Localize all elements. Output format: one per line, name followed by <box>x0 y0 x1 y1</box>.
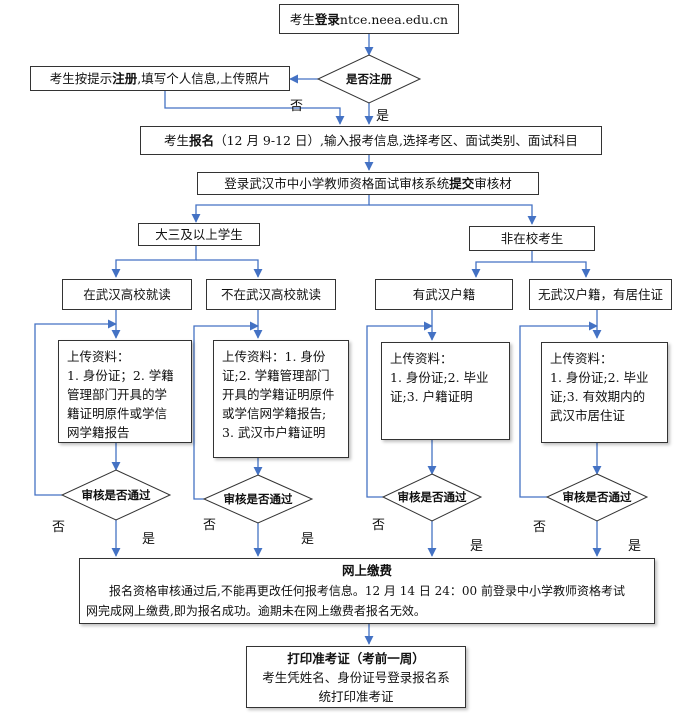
review-yes-2: 是 <box>301 532 315 547</box>
docs-line: 1. 身份证;2. 毕业 <box>390 370 489 385</box>
category-not-in-wuhan-college: 不在武汉高校就读 <box>206 279 336 310</box>
group-senior: 大三及以上学生 <box>138 223 260 246</box>
docs-title-1: 上传资料： <box>67 349 130 364</box>
docs-title-4: 上传资料： <box>550 351 613 366</box>
print-body-line-1: 考生凭姓名、身份证号登录报名系 <box>262 669 450 685</box>
docs-line: 1. 身份证；2. 学籍 <box>67 368 174 383</box>
register-bold: 注册 <box>112 71 138 86</box>
review-no-1: 否 <box>52 520 66 535</box>
review-diamond-4 <box>545 473 649 522</box>
review-diamond-2 <box>202 474 314 524</box>
submit-bold: 提交 <box>449 176 475 191</box>
docs-title-2: 上传资料：1. 身份 <box>222 349 326 364</box>
category-wuhan-hukou: 有武汉户籍 <box>375 279 513 310</box>
login-step: 考生登录 ntce.neea.edu.cn <box>279 4 459 34</box>
apply-prefix: 考生 <box>164 133 190 148</box>
submit-suffix: 审核材 <box>474 176 512 191</box>
review-yes-1: 是 <box>142 532 156 547</box>
docs-line: 或学信网学籍报告; <box>222 406 327 421</box>
review-label-1: 审核是否通过 <box>81 488 151 502</box>
docs-line: 网学籍报告 <box>67 425 130 440</box>
docs-line: 证;3. 有效期内的 <box>550 389 646 404</box>
submit-prefix: 登录武汉市中小学教师资格面试审核系统 <box>224 176 450 191</box>
login-bold: 登录 <box>314 11 340 27</box>
print-title: 打印准考证（考前一周） <box>287 650 425 666</box>
apply-suffix: （12 月 9-12 日）,输入报考信息,选择考区、面试类别、面试科目 <box>214 133 578 148</box>
docs-box-4: 上传资料： 1. 身份证;2. 毕业 证;3. 有效期内的 武汉市居住证 <box>541 342 668 443</box>
docs-box-3: 上传资料： 1. 身份证;2. 毕业 证;3. 户籍证明 <box>381 342 510 440</box>
print-step: 打印准考证（考前一周） 考生凭姓名、身份证号登录报名系 统打印准考证 <box>246 646 466 708</box>
review-yes-4: 是 <box>628 539 642 554</box>
review-label-2: 审核是否通过 <box>223 492 293 506</box>
review-no-4: 否 <box>533 520 547 535</box>
review-yes-3: 是 <box>470 539 484 554</box>
login-suffix: ntce.neea.edu.cn <box>339 11 449 27</box>
docs-line: 证;3. 户籍证明 <box>390 389 473 404</box>
docs-box-2: 上传资料：1. 身份 证;2. 学籍管理部门 开具的学籍证明原件 或学信网学籍报… <box>213 340 349 458</box>
review-diamond-1 <box>60 469 172 521</box>
docs-line: 籍证明原件或学信 <box>67 406 168 421</box>
register-check-label: 是否注册 <box>346 72 392 86</box>
docs-line: 1. 身份证;2. 毕业 <box>550 370 649 385</box>
docs-line: 3. 武汉市户籍证明 <box>222 425 326 440</box>
review-no-3: 否 <box>372 518 386 533</box>
category-residence-permit: 无武汉户籍，有居住证 <box>529 279 672 310</box>
register-check-no: 否 <box>290 99 304 114</box>
docs-title-3: 上传资料： <box>390 351 453 366</box>
submit-step: 登录武汉市中小学教师资格面试审核系统提交审核材 <box>197 172 539 195</box>
review-no-2: 否 <box>203 518 217 533</box>
payment-title: 网上缴费 <box>341 563 392 578</box>
print-body-line-2: 统打印准考证 <box>318 688 394 704</box>
payment-body-line-1: 报名资格审核通过后,不能再更改任何报考信息。12 月 14 日 24：00 前登… <box>109 584 625 598</box>
apply-step: 考生报名（12 月 9-12 日）,输入报考信息,选择考区、面试类别、面试科目 <box>140 126 602 155</box>
review-label-4: 审核是否通过 <box>562 490 632 504</box>
docs-line: 开具的学籍证明原件 <box>222 387 335 402</box>
register-step: 考生按提示注册,填写个人信息,上传照片 <box>30 66 290 91</box>
register-check-yes: 是 <box>376 109 390 124</box>
docs-line: 管理部门开具的学 <box>67 387 168 402</box>
payment-body-line-2: 网完成网上缴费,即为报名成功。逾期未在网上缴费者报名无效。 <box>86 604 426 618</box>
docs-line: 武汉市居住证 <box>550 408 626 423</box>
category-in-wuhan-college: 在武汉高校就读 <box>62 279 192 310</box>
register-suffix: ,填写个人信息,上传照片 <box>137 71 271 86</box>
apply-bold: 报名 <box>189 133 215 148</box>
login-prefix: 考生 <box>289 11 315 27</box>
docs-line: 证;2. 学籍管理部门 <box>222 368 330 383</box>
review-label-3: 审核是否通过 <box>397 490 467 504</box>
review-diamond-3 <box>381 473 483 522</box>
register-check-diamond <box>316 54 422 104</box>
payment-step: 网上缴费 报名资格审核通过后,不能再更改任何报考信息。12 月 14 日 24：… <box>79 558 655 624</box>
group-non-student: 非在校考生 <box>469 226 595 251</box>
docs-box-1: 上传资料： 1. 身份证；2. 学籍 管理部门开具的学 籍证明原件或学信 网学籍… <box>58 340 192 443</box>
register-prefix: 考生按提示 <box>49 71 113 86</box>
